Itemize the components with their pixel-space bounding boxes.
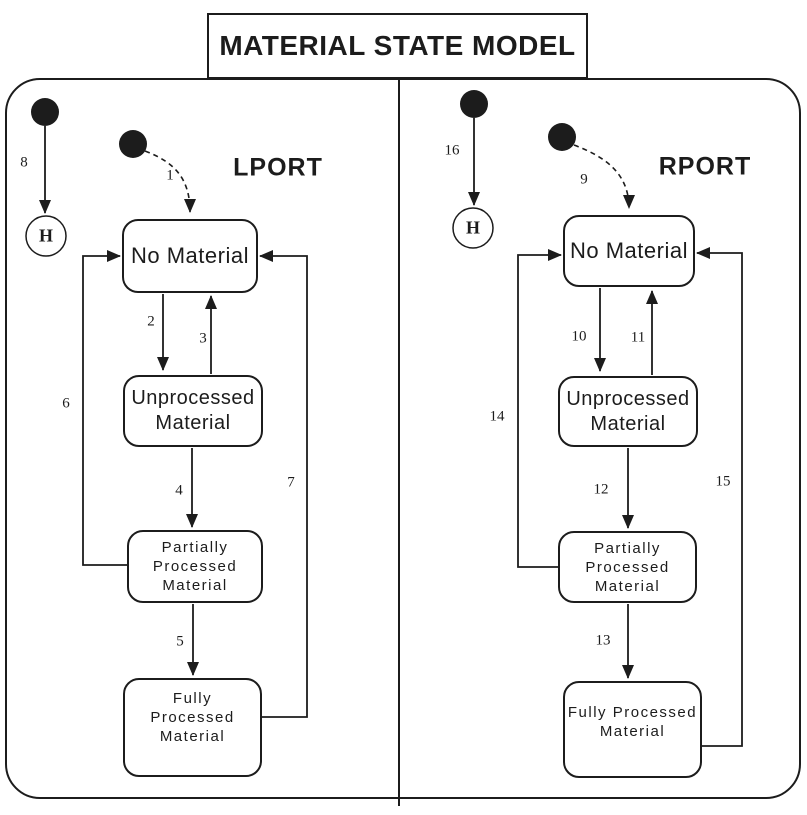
transition-label-16: 16	[444, 142, 460, 159]
rport-initial-dot	[548, 123, 576, 151]
state-lport-partially-processed-label: Partially Processed Material	[152, 539, 238, 594]
lport-history-label: H	[38, 225, 54, 246]
transition-label-1: 1	[166, 167, 174, 184]
transition-label-6: 6	[62, 395, 70, 412]
transition-label-8: 8	[20, 154, 28, 171]
transition-9-line	[573, 144, 635, 209]
state-rport-unprocessed: Unprocessed Material	[558, 376, 698, 447]
state-lport-no-material-label: No Material	[131, 242, 249, 268]
state-lport-unprocessed-label: Unprocessed Material	[131, 387, 255, 434]
state-rport-fully-processed-label: Fully Processed Material	[567, 703, 698, 740]
state-rport-no-material-label: No Material	[570, 237, 688, 263]
transition-label-11: 11	[630, 329, 646, 346]
state-lport-unprocessed: Unprocessed Material	[123, 375, 263, 447]
transition-15-line	[696, 247, 743, 747]
transition-label-4: 4	[175, 482, 183, 499]
transition-label-13: 13	[595, 632, 611, 649]
state-lport-fully-processed: Fully Processed Material	[123, 678, 262, 777]
transition-6-line	[82, 250, 127, 566]
rport-history-circle	[452, 207, 494, 249]
lport-history-circle	[25, 215, 67, 257]
state-lport-no-material: No Material	[122, 219, 258, 293]
transition-label-3: 3	[199, 330, 207, 347]
state-lport-fully-processed-label: Fully Processed Material	[150, 690, 235, 745]
transition-label-9: 9	[580, 171, 588, 188]
transition-7-line	[259, 250, 308, 718]
transition-label-2: 2	[147, 313, 155, 330]
state-rport-unprocessed-label: Unprocessed Material	[566, 387, 690, 435]
transition-label-12: 12	[593, 481, 609, 498]
state-rport-partially-processed: Partially Processed Material	[558, 531, 697, 603]
lport-region-label: LPORT	[233, 153, 323, 182]
state-lport-partially-processed: Partially Processed Material	[127, 530, 263, 603]
transition-14-line	[517, 249, 562, 568]
rport-history-label: H	[465, 217, 481, 238]
transition-label-10: 10	[571, 328, 587, 345]
lport-initial-dot	[119, 130, 147, 158]
lport-initial-history-dot	[31, 98, 59, 126]
state-rport-partially-processed-label: Partially Processed Material	[585, 539, 670, 595]
diagram-title: MATERIAL STATE MODEL	[219, 30, 576, 61]
diagram-title-box: MATERIAL STATE MODEL	[207, 13, 588, 79]
transition-label-14: 14	[489, 408, 505, 425]
transition-label-7: 7	[287, 474, 295, 491]
state-rport-no-material: No Material	[563, 215, 695, 287]
transition-label-15: 15	[715, 473, 731, 490]
state-rport-fully-processed: Fully Processed Material	[563, 681, 702, 778]
outer-frame	[5, 78, 801, 799]
rport-initial-history-dot	[460, 90, 488, 118]
rport-region-label: RPORT	[658, 152, 752, 181]
transition-1-line	[144, 150, 196, 213]
transition-label-5: 5	[176, 633, 184, 650]
